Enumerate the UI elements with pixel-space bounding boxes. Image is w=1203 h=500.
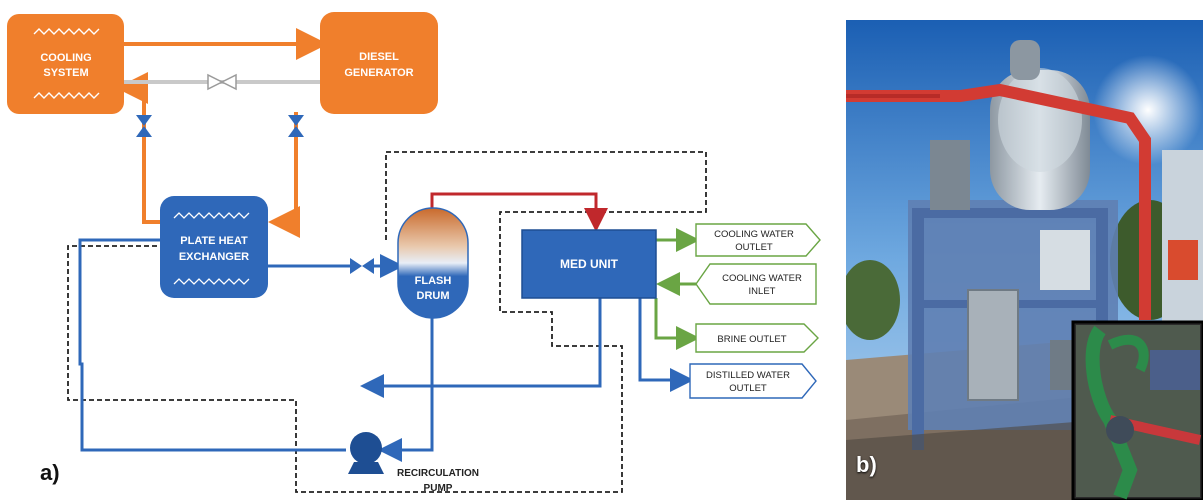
phe-label: PLATE HEAT [180, 235, 248, 247]
coil-icon [33, 28, 100, 35]
pipe-brine-out [654, 298, 700, 350]
steam-pipe [430, 192, 608, 232]
cooling-water-outlet-tag: COOLING WATER OUTLET [695, 223, 821, 257]
pipe-pump-to-phe [78, 238, 346, 452]
plant-photo [846, 20, 1203, 500]
brine-outlet-label: BRINE OUTLET [717, 334, 786, 345]
pipe-drum-to-pump [378, 318, 434, 462]
distilled-water-outlet-tag: DISTILLED WATER OUTLET [689, 363, 817, 399]
distilled-water-outlet-label: OUTLET [729, 383, 767, 394]
med-unit: MED UNIT [521, 229, 657, 299]
cooling-water-outlet-label: COOLING WATER [714, 229, 794, 240]
pipe-generator-to-phe [268, 112, 300, 238]
diesel-generator-label: DIESEL [359, 51, 399, 63]
plate-heat-exchanger: PLATE HEAT EXCHANGER [160, 196, 268, 298]
coil-icon [33, 92, 100, 99]
flash-drum-label: DRUM [417, 290, 450, 302]
cooling-system-label: SYSTEM [43, 67, 88, 79]
coil-icon [173, 278, 250, 285]
flash-drum: FLASH DRUM [397, 207, 469, 319]
valve-icon [350, 258, 374, 274]
blue-pipes [78, 238, 694, 462]
pipe-med-to-recirculation [360, 298, 602, 398]
cooling-water-inlet-label: INLET [749, 286, 776, 297]
cooling-system-label: COOLING [40, 52, 91, 64]
pump-label: RECIRCULATION [397, 468, 479, 479]
green-pipes [654, 228, 700, 350]
panel-b-label: b) [856, 452, 877, 477]
brine-outlet-tag: BRINE OUTLET [695, 323, 819, 353]
orange-pipes [116, 28, 328, 238]
pump-label: PUMP [424, 483, 453, 494]
med-unit-label: MED UNIT [560, 257, 619, 271]
valve-icon [136, 115, 152, 137]
cooling-water-inlet-tag: COOLING WATER INLET [695, 263, 817, 305]
phe-label: EXCHANGER [179, 251, 249, 263]
panel-a-label: a) [40, 460, 60, 485]
cooling-water-inlet-label: COOLING WATER [722, 273, 802, 284]
flash-drum-label: FLASH [415, 275, 452, 287]
cooling-water-outlet-label: OUTLET [735, 242, 773, 253]
recirculation-pump: RECIRCULATION PUMP [348, 432, 479, 494]
pipe-distilled-out [638, 298, 694, 392]
cooling-system-box: COOLING SYSTEM [7, 14, 124, 114]
diesel-generator-label: GENERATOR [344, 67, 413, 79]
diesel-generator-box: DIESEL GENERATOR [320, 12, 438, 114]
bypass-valve-icon [207, 73, 237, 91]
valve-icon [288, 115, 304, 137]
pipe-phe-to-cooling [116, 72, 160, 224]
coil-icon [173, 212, 250, 219]
control-lines [67, 151, 707, 493]
distilled-water-outlet-label: DISTILLED WATER [706, 370, 790, 381]
